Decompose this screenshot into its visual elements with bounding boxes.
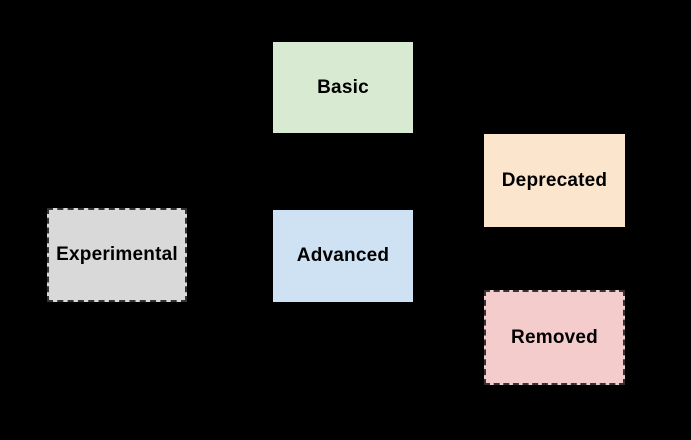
node-basic: Basic [273,42,413,133]
node-deprecated: Deprecated [484,134,625,227]
node-basic-label: Basic [317,76,369,98]
node-removed: Removed [484,290,625,385]
node-deprecated-label: Deprecated [501,169,608,191]
node-experimental: Experimental [47,208,187,302]
node-removed-label: Removed [511,326,598,348]
node-experimental-label: Experimental [56,244,178,265]
node-advanced-label: Advanced [296,245,390,266]
node-advanced: Advanced [273,210,413,302]
